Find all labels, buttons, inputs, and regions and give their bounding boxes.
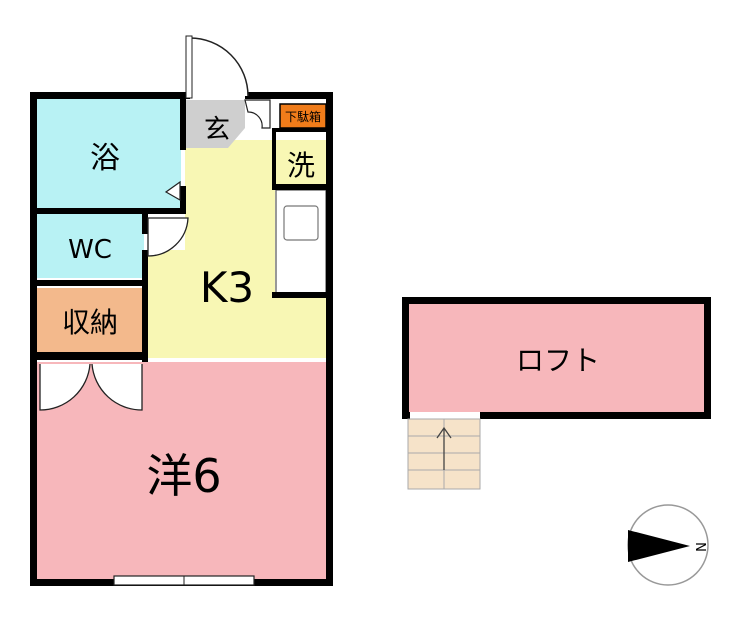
western-label: 洋6	[146, 449, 221, 503]
storage-room	[36, 288, 144, 352]
north-label: N	[692, 542, 707, 552]
bath-label: 浴	[90, 141, 120, 176]
entrance-step	[244, 99, 271, 129]
kitchen-room	[148, 140, 328, 358]
entrance-label: 玄	[204, 115, 230, 145]
western-double-door	[39, 363, 143, 411]
loft-stairs	[407, 418, 481, 490]
stairs-up-arrow-icon	[436, 426, 452, 470]
laundry-label: 洗	[287, 149, 315, 182]
wc-label: WC	[68, 235, 112, 265]
window	[113, 575, 255, 586]
kitchen-sink	[283, 205, 319, 241]
entrance-area	[186, 100, 245, 148]
main-unit: 浴 WC 収納 玄 下駄箱 洗 K3 洋6	[30, 35, 333, 586]
compass: N	[627, 504, 709, 586]
storage-label: 収納	[62, 306, 118, 339]
shoe-box-label: 下駄箱	[285, 109, 321, 124]
north-arrow-icon	[628, 530, 690, 562]
entrance-door	[189, 37, 249, 97]
wc-room	[36, 214, 144, 278]
wc-door	[147, 217, 189, 257]
shoe-box	[279, 103, 327, 129]
loft-unit: ロフト	[402, 297, 711, 490]
western-room	[36, 362, 332, 579]
bath-door	[164, 180, 181, 202]
loft-room	[406, 302, 706, 412]
loft-walls	[402, 297, 711, 419]
laundry-area	[275, 140, 328, 186]
bath-room	[36, 98, 181, 211]
interior-walls	[30, 92, 328, 362]
loft-label: ロフト	[516, 344, 600, 377]
kitchen-label: K3	[200, 263, 254, 312]
